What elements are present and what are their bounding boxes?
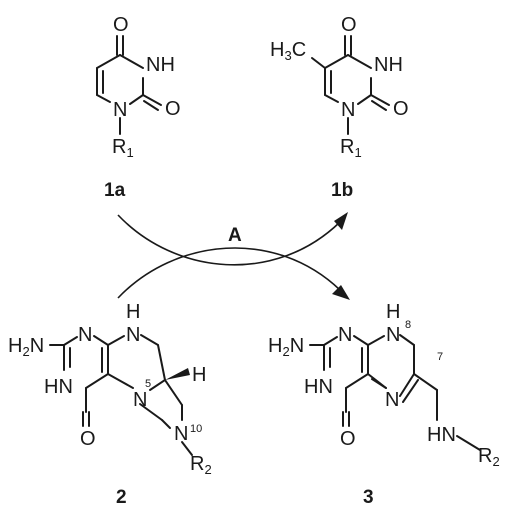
atom-label: H <box>192 364 206 386</box>
atom-label: O <box>340 428 356 450</box>
methyl-group: H3C <box>270 39 306 63</box>
arrowhead-icon <box>332 285 350 300</box>
position-number: 5 <box>145 378 151 390</box>
atom-label: O <box>113 14 129 36</box>
atom-label: NH <box>146 54 175 76</box>
atom-label: N <box>174 423 188 445</box>
compound-id: 3 <box>363 487 374 508</box>
compound-2-bonds <box>49 334 193 456</box>
atom-label: N <box>341 99 355 121</box>
compound-2: H2N N H N HN O N 5 H N 10 R2 2 <box>8 301 212 508</box>
atom-label: N <box>133 389 147 411</box>
arrowhead-icon <box>334 212 348 230</box>
reaction-arrows: A <box>117 212 350 300</box>
atom-label: N <box>113 99 127 121</box>
position-number: 7 <box>437 351 443 363</box>
atom-label: N <box>78 324 92 346</box>
amino-group: H2N <box>268 335 304 359</box>
arrow-1a-to-1b <box>117 214 341 266</box>
compound-1b: H3C O NH O N R1 1b <box>270 14 409 201</box>
atom-label: HN <box>304 376 333 398</box>
compound-id: 1b <box>331 180 353 201</box>
substituent-label: R1 <box>340 136 362 160</box>
compound-3-bonds <box>309 334 481 451</box>
atom-label: O <box>393 98 409 120</box>
atom-label: N <box>385 389 399 411</box>
atom-label: NH <box>374 54 403 76</box>
atom-label: HN <box>44 376 73 398</box>
atom-label: N <box>126 324 140 346</box>
atom-label: H <box>126 301 140 323</box>
atom-label: N <box>338 324 352 346</box>
stereo-wedge-bond <box>165 368 190 380</box>
atom-label: H <box>386 301 400 323</box>
compound-id: 2 <box>116 487 127 508</box>
substituent-label: R2 <box>478 445 500 469</box>
compound-1a-bonds <box>96 35 162 135</box>
substituent-label: R1 <box>112 136 134 160</box>
reaction-label: A <box>228 225 242 246</box>
atom-label: N <box>386 324 400 346</box>
arrow-2-to-3 <box>117 247 341 299</box>
substituent-label: R2 <box>190 453 212 477</box>
atom-label: O <box>341 14 357 36</box>
compound-1a: O NH O N R1 1a <box>96 14 181 201</box>
compound-id: 1a <box>104 180 126 201</box>
atom-label: O <box>165 98 181 120</box>
position-number: 10 <box>190 423 202 435</box>
amino-group: H2N <box>8 335 44 359</box>
compound-1b-bonds <box>311 35 390 135</box>
position-number: 8 <box>405 319 411 331</box>
atom-label: HN <box>427 424 456 446</box>
atom-label: O <box>80 428 96 450</box>
compound-3: H2N N H N 8 7 HN O N HN R2 3 <box>268 301 500 508</box>
